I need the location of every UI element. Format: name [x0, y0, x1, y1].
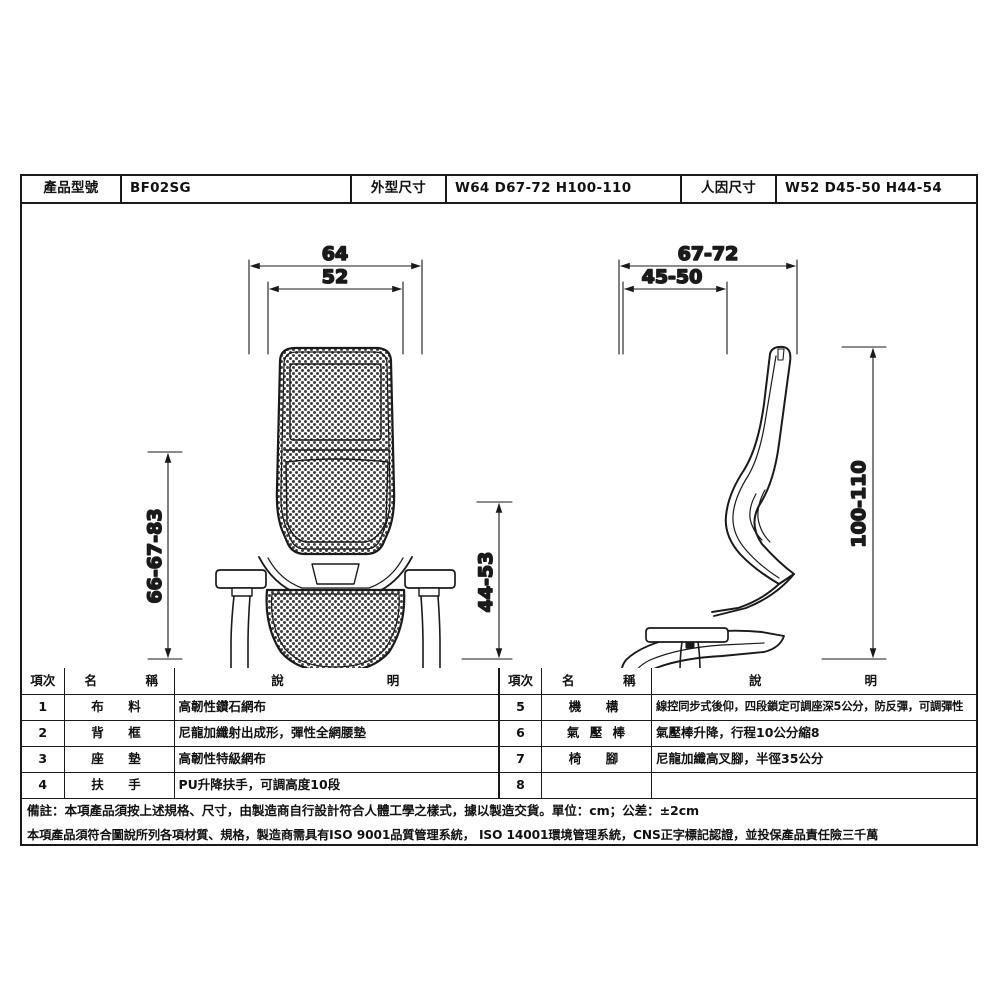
row-name: 椅 腳 — [541, 745, 652, 773]
backrest-side-top-notch — [777, 348, 785, 361]
footer-notes: 備註：本項產品須按上述規格、尺寸，由製造商自行設計符合人體工學之樣式，據以製造交… — [22, 798, 976, 846]
row-index: 5 — [499, 693, 542, 721]
back-support-arm — [711, 583, 780, 613]
technical-drawing-area: 64 52 66-67-83 — [22, 204, 976, 668]
table-header-row: 項次 名 稱 說 明 — [499, 668, 976, 695]
dim-label-67-72: 67-72 — [678, 243, 739, 265]
dim-label-52: 52 — [322, 266, 348, 288]
table-row: 2 背 框 尼龍加纖射出成形，彈性全網腰墊 — [22, 719, 499, 747]
table-row: 6 氣 壓 棒 氣壓棒升降，行程10公分縮8 — [499, 719, 976, 747]
backrest-side-profile — [724, 345, 795, 585]
back-support-arm-lower — [713, 573, 795, 617]
row-index: 6 — [499, 719, 542, 747]
col-header-index: 項次 — [22, 668, 65, 695]
side-armrest — [645, 627, 729, 668]
dim-label-66-67-83: 66-67-83 — [144, 508, 166, 603]
col-header-name: 名 稱 — [63, 668, 175, 695]
row-index: 1 — [22, 693, 65, 721]
table-row: 8 — [499, 771, 976, 799]
row-desc — [651, 771, 976, 799]
row-index: 2 — [22, 719, 65, 747]
model-number-label: 產品型號 — [22, 176, 122, 202]
row-name: 背 框 — [63, 719, 175, 747]
left-armrest — [215, 569, 267, 668]
specification-area: 項次 名 稱 說 明 1 布 料 高韌性鑽石網布 2 背 框 尼龍加纖射出成形，… — [22, 668, 976, 846]
seat-pan-side — [621, 629, 785, 668]
backrest-upper-panel — [289, 363, 382, 441]
dim-overall-width-64 — [248, 259, 423, 355]
row-name: 布 料 — [63, 693, 175, 721]
table-row: 3 座 墊 高韌性特級網布 — [22, 745, 499, 773]
note-line-2: 本項產品須符合圖說所列各項材質、規格，製造商需具有ISO 9001品質管理系統，… — [27, 827, 879, 842]
ergonomic-dimensions-value: W52 D45-50 H44-54 — [785, 180, 943, 197]
row-name: 座 墊 — [63, 745, 175, 773]
col-header-desc: 說 明 — [173, 668, 499, 695]
seat-pan-inner — [270, 593, 400, 668]
dim-seat-height-44-53 — [461, 501, 513, 660]
row-desc: 尼龍加纖射出成形，彈性全網腰墊 — [173, 719, 499, 747]
row-desc: 線控同步式後仰，四段鎖定可調座深5公分，防反彈，可調彈性 — [651, 693, 976, 721]
row-name — [541, 771, 652, 799]
dim-label-64: 64 — [322, 243, 348, 265]
spec-tables-wrapper: 項次 名 稱 說 明 1 布 料 高韌性鑽石網布 2 背 框 尼龍加纖射出成形，… — [22, 668, 976, 799]
row-desc: 尼龍加纖高叉腳，半徑35公分 — [651, 745, 976, 773]
note-line-1: 備註：本項產品須按上述規格、尺寸，由製造商自行設計符合人體工學之樣式，據以製造交… — [27, 802, 700, 818]
table-row: 5 機 構 線控同步式後仰，四段鎖定可調座深5公分，防反彈，可調彈性 — [499, 693, 976, 721]
header-row: 產品型號 BF02SG 外型尺寸 W64 D67-72 H100-110 人因尺… — [22, 176, 976, 204]
backrest-lower-panel — [285, 458, 389, 543]
model-number-value: BF02SG — [122, 176, 352, 202]
dim-label-45-50: 45-50 — [642, 266, 703, 288]
ergonomic-dimensions-label: 人因尺寸 — [682, 176, 777, 202]
row-name: 氣 壓 棒 — [541, 719, 652, 747]
row-desc: PU升降扶手，可調高度10段 — [173, 771, 499, 799]
seat-pan — [265, 588, 406, 668]
backrest-side-slot-1 — [749, 493, 763, 541]
exterior-dimensions-label: 外型尺寸 — [352, 176, 447, 202]
backrest-side-inner-edge — [732, 355, 780, 579]
table-header-row: 項次 名 稱 說 明 — [22, 668, 499, 695]
dim-back-height-66-67-83 — [147, 451, 183, 660]
col-header-desc: 說 明 — [651, 668, 976, 695]
row-index: 4 — [22, 771, 65, 799]
spec-table-right: 項次 名 稱 說 明 5 機 構 線控同步式後仰，四段鎖定可調座深5公分，防反彈… — [499, 668, 976, 799]
spec-sheet-frame: 產品型號 BF02SG 外型尺寸 W64 D67-72 H100-110 人因尺… — [20, 174, 978, 846]
table-row: 1 布 料 高韌性鑽石網布 — [22, 693, 499, 721]
table-row: 4 扶 手 PU升降扶手，可調高度10段 — [22, 771, 499, 799]
backrest-side-slot-2 — [757, 489, 771, 543]
dim-total-height-100-110 — [821, 346, 887, 660]
spec-table-left: 項次 名 稱 說 明 1 布 料 高韌性鑽石網布 2 背 框 尼龍加纖射出成形，… — [22, 668, 499, 799]
row-name: 機 構 — [541, 693, 652, 721]
row-desc: 高韌性特級網布 — [173, 745, 499, 773]
row-desc: 高韌性鑽石網布 — [173, 693, 499, 721]
dim-label-100-110: 100-110 — [848, 460, 870, 547]
row-index: 8 — [499, 771, 542, 799]
dim-seat-depth-45-50 — [622, 281, 728, 355]
row-desc: 氣壓棒升降，行程10公分縮8 — [651, 719, 976, 747]
backrest-seat-yoke-inner — [267, 557, 404, 589]
seat-pan-side-inner — [637, 642, 765, 668]
table-row: 7 椅 腳 尼龍加纖高叉腳，半徑35公分 — [499, 745, 976, 773]
backrest-outer-shell — [275, 346, 396, 556]
col-header-index: 項次 — [499, 668, 542, 695]
right-armrest — [404, 569, 456, 668]
dim-seat-width-52 — [267, 281, 404, 355]
dim-overall-depth-67-72 — [618, 259, 798, 355]
row-index: 3 — [22, 745, 65, 773]
side-view-chair: 67-72 45-50 100-110 — [618, 242, 887, 668]
front-view-chair: 64 52 66-67-83 — [143, 242, 513, 668]
dim-label-44-53: 44-53 — [475, 552, 497, 613]
row-index: 7 — [499, 745, 542, 773]
backrest-outer-shell-inner — [280, 351, 391, 550]
col-header-name: 名 稱 — [541, 668, 652, 695]
row-name: 扶 手 — [63, 771, 175, 799]
exterior-dimensions-value: W64 D67-72 H100-110 — [447, 176, 682, 202]
yoke-center-tab — [311, 563, 360, 585]
